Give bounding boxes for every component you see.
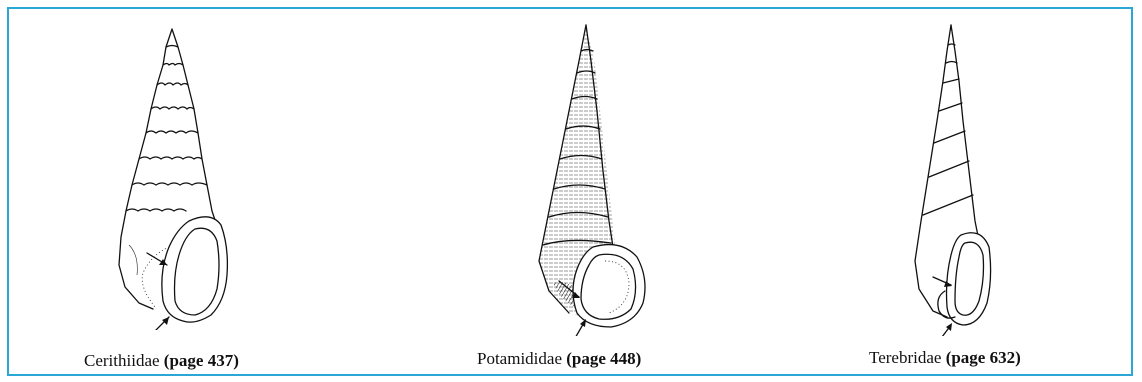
cerithiidae-figure [99, 25, 239, 330]
cerithiidae-caption: Cerithiidae (page 437) [84, 351, 239, 371]
potamididae-family-label: Potamididae [477, 349, 562, 368]
terebridae-page-ref: (page 632) [946, 348, 1021, 367]
cerithiidae-page-ref: (page 437) [164, 351, 239, 370]
potamididae-shell-icon [509, 21, 679, 336]
terebridae-figure [889, 21, 1009, 336]
potamididae-figure [509, 21, 679, 336]
terebridae-family-label: Terebridae [869, 348, 941, 367]
terebridae-shell-icon [889, 21, 1009, 336]
potamididae-page-ref: (page 448) [566, 349, 641, 368]
figure-frame: Cerithiidae (page 437) [7, 7, 1133, 376]
cerithiidae-shell-icon [99, 25, 239, 330]
cerithiidae-family-label: Cerithiidae [84, 351, 160, 370]
terebridae-caption: Terebridae (page 632) [869, 348, 1021, 368]
potamididae-caption: Potamididae (page 448) [477, 349, 641, 369]
